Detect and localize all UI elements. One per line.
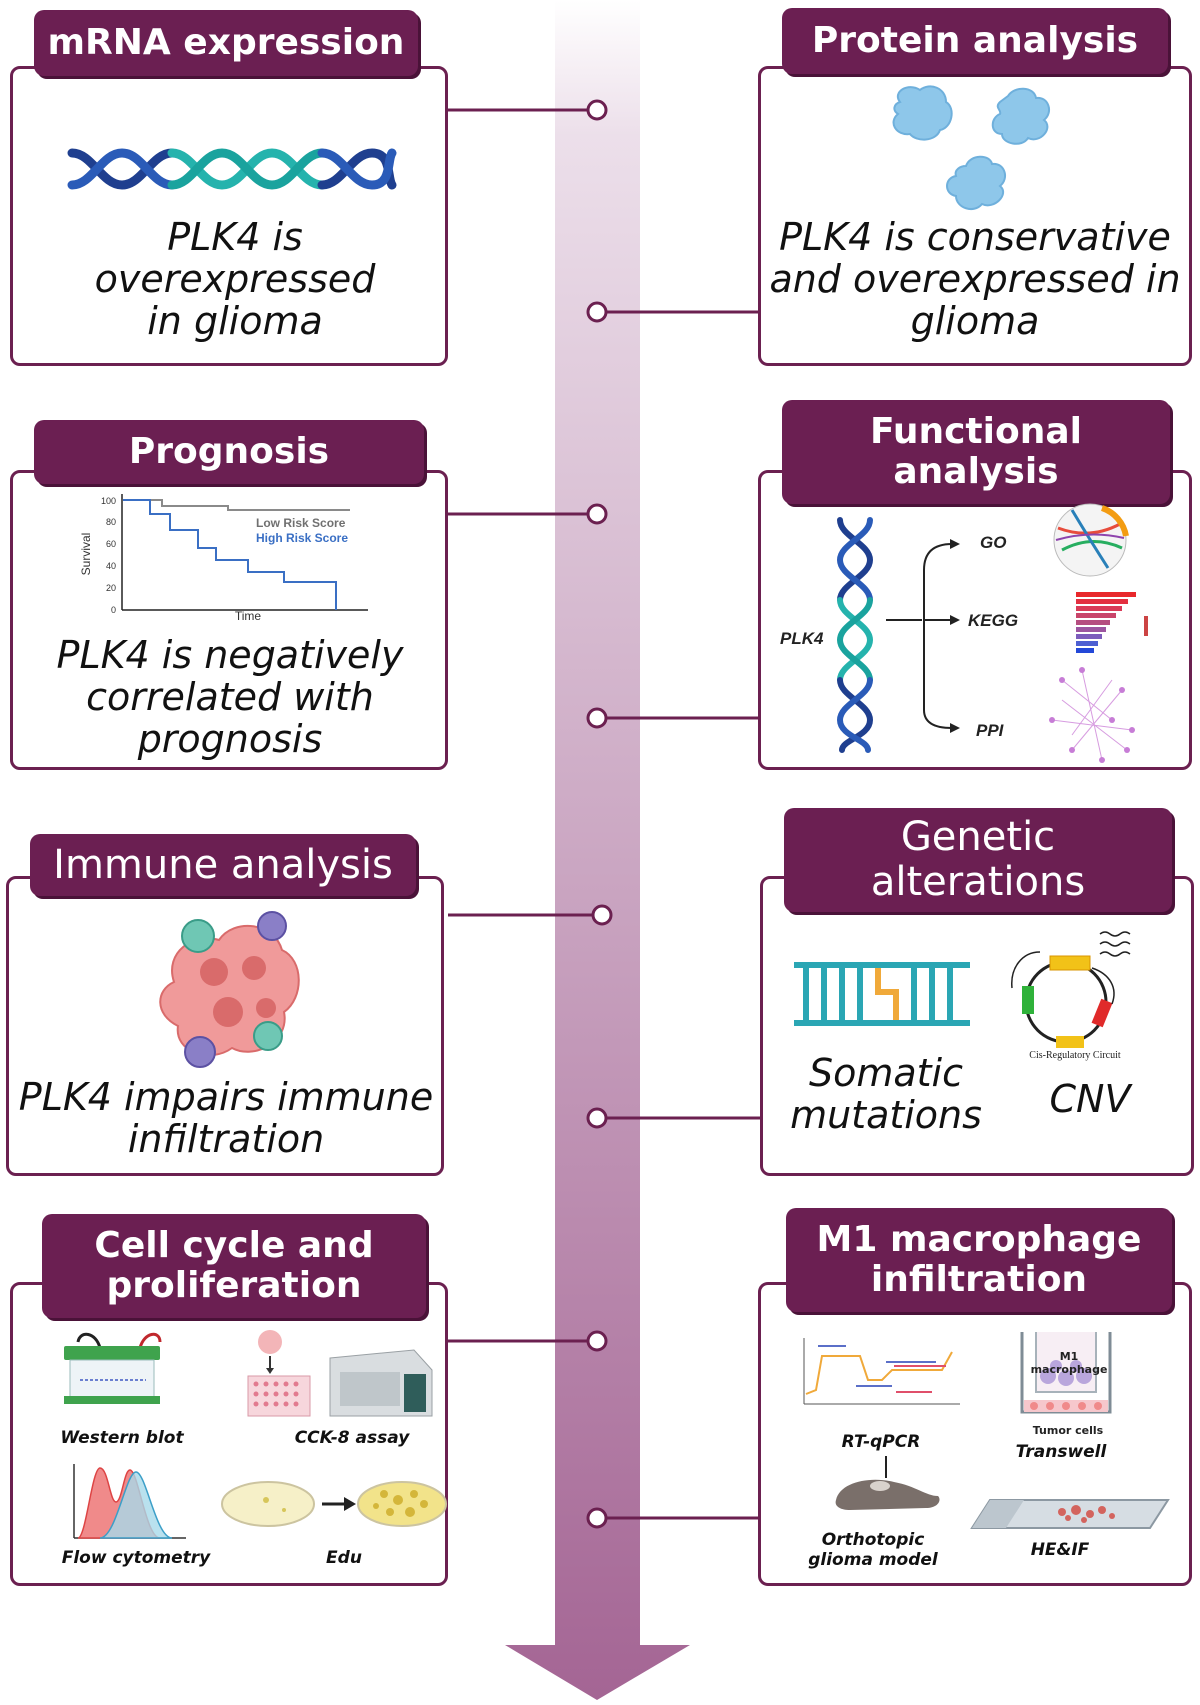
cellcycle-title-line1: Cell cycle and [94, 1224, 374, 1266]
low-risk-label: Low Risk Score [256, 516, 346, 530]
m1-title-line2: infiltration [870, 1259, 1088, 1300]
protein-title: Protein analysis [811, 19, 1139, 61]
genetic-title-line1: Genetic [900, 814, 1056, 861]
mrna-finding-line3: in glioma [147, 299, 323, 343]
mrna-panel [10, 66, 448, 366]
rtqpcr-label: RT-qPCR [841, 1432, 921, 1452]
genetic-header: Genetic alterations [784, 808, 1172, 912]
he-if-slide-icon [970, 1499, 1170, 1529]
cck8-assay-icon [247, 1330, 433, 1417]
cellcycle-header: Cell cycle and proliferation [42, 1214, 426, 1318]
flow-cytometry-label: Flow cytometry [61, 1548, 211, 1568]
prognosis-finding: PLK4 is negatively correlated with progn… [30, 634, 430, 760]
functional-gene-label: PLK4 [780, 629, 824, 648]
somatic-line1: Somatic [808, 1051, 964, 1095]
ytick-0: 0 [111, 605, 116, 615]
genetic-title-line2: alterations [870, 859, 1086, 905]
ytick-20: 20 [106, 583, 116, 593]
m1-title-line1: M1 macrophage [816, 1218, 1142, 1260]
prognosis-header: Prognosis [34, 420, 424, 484]
he-if-label: HE&IF [1030, 1540, 1090, 1560]
prognosis-panel [10, 470, 448, 770]
protein-panel [758, 66, 1192, 366]
survival-plot: 100 80 60 40 20 0 Survival Time Low Risk… [79, 494, 368, 623]
prognosis-finding-line3: prognosis [137, 717, 323, 761]
orthotopic-line2: glioma model [808, 1550, 938, 1570]
orthotopic-label: Orthotopic glioma model [808, 1530, 938, 1570]
kegg-bar-thumbnail [1076, 592, 1148, 653]
mrna-header: mRNA expression [34, 10, 418, 76]
mrna-finding-line2: overexpressed [94, 257, 376, 301]
protein-finding: PLK4 is conservative and overexpressed i… [762, 216, 1188, 342]
protein-header: Protein analysis [782, 8, 1168, 74]
m1-macrophage-label: M1 macrophage [1030, 1350, 1108, 1376]
western-blot-icon [64, 1332, 162, 1404]
protein-finding-line1: PLK4 is conservative [779, 215, 1171, 259]
cellcycle-title-line2: proliferation [106, 1265, 362, 1306]
cck8-label: CCK-8 assay [294, 1428, 410, 1448]
functional-title-line2: analysis [893, 451, 1059, 492]
m1-panel [758, 1282, 1192, 1586]
immune-header: Immune analysis [30, 834, 416, 896]
somatic-line2: mutations [790, 1093, 982, 1137]
functional-header: Functional analysis [782, 400, 1170, 504]
prognosis-finding-line1: PLK4 is negatively [56, 633, 404, 677]
ppi-network-thumbnail [1049, 667, 1135, 763]
rtqpcr-plot-icon [803, 1338, 960, 1405]
ytick-40: 40 [106, 561, 116, 571]
flow-cytometry-icon [73, 1464, 186, 1539]
go-chord-thumbnail [1053, 503, 1129, 577]
mrna-finding: PLK4 is overexpressed in glioma [40, 216, 430, 342]
western-blot-label: Western blot [60, 1428, 184, 1448]
mrna-title: mRNA expression [47, 21, 405, 63]
survival-xlabel: Time [235, 609, 262, 623]
mouse-model-icon [835, 1456, 940, 1510]
target-kegg: KEGG [968, 611, 1018, 630]
tumor-immune-icon [159, 911, 300, 1068]
dna-helix-icon [67, 148, 397, 190]
edu-label: Edu [326, 1548, 362, 1568]
circuit-label: Cis-Regulatory Circuit [1029, 1050, 1121, 1061]
high-risk-label: High Risk Score [256, 531, 348, 545]
dna-ladder-mutation-icon [794, 962, 970, 1026]
immune-finding-line1: PLK4 impairs immune [18, 1075, 434, 1119]
m1-header: M1 macrophage infiltration [786, 1208, 1172, 1312]
mrna-finding-line1: PLK4 is [167, 215, 303, 259]
functional-diagram: PLK4 GO KEGG PPI [780, 503, 1148, 763]
target-go: GO [980, 533, 1006, 552]
prognosis-title: Prognosis [128, 430, 330, 472]
cis-regulatory-circuit-icon [1011, 931, 1131, 1048]
functional-title-line1: Functional [870, 410, 1082, 452]
somatic-label: Somatic mutations [786, 1052, 986, 1136]
transwell-icon [1020, 1332, 1112, 1414]
ytick-100: 100 [101, 496, 116, 506]
cnv-label: CNV [1049, 1077, 1131, 1121]
protein-blob-icons [892, 85, 1051, 211]
immune-title: Immune analysis [53, 841, 393, 888]
immune-finding: PLK4 impairs immune infiltration [14, 1076, 438, 1160]
ytick-60: 60 [106, 539, 116, 549]
target-ppi: PPI [976, 721, 1005, 740]
immune-finding-line2: infiltration [127, 1117, 325, 1161]
protein-finding-line2: and overexpressed in [769, 257, 1181, 301]
prognosis-finding-line2: correlated with [86, 675, 374, 719]
protein-finding-line3: glioma [910, 299, 1040, 343]
tumor-cells-label: Tumor cells [1032, 1424, 1104, 1437]
ytick-80: 80 [106, 517, 116, 527]
transwell-label: Transwell [1015, 1442, 1107, 1462]
orthotopic-line1: Orthotopic [821, 1530, 925, 1550]
edu-plate-icon [221, 1481, 447, 1527]
survival-ylabel: Survival [79, 533, 93, 576]
